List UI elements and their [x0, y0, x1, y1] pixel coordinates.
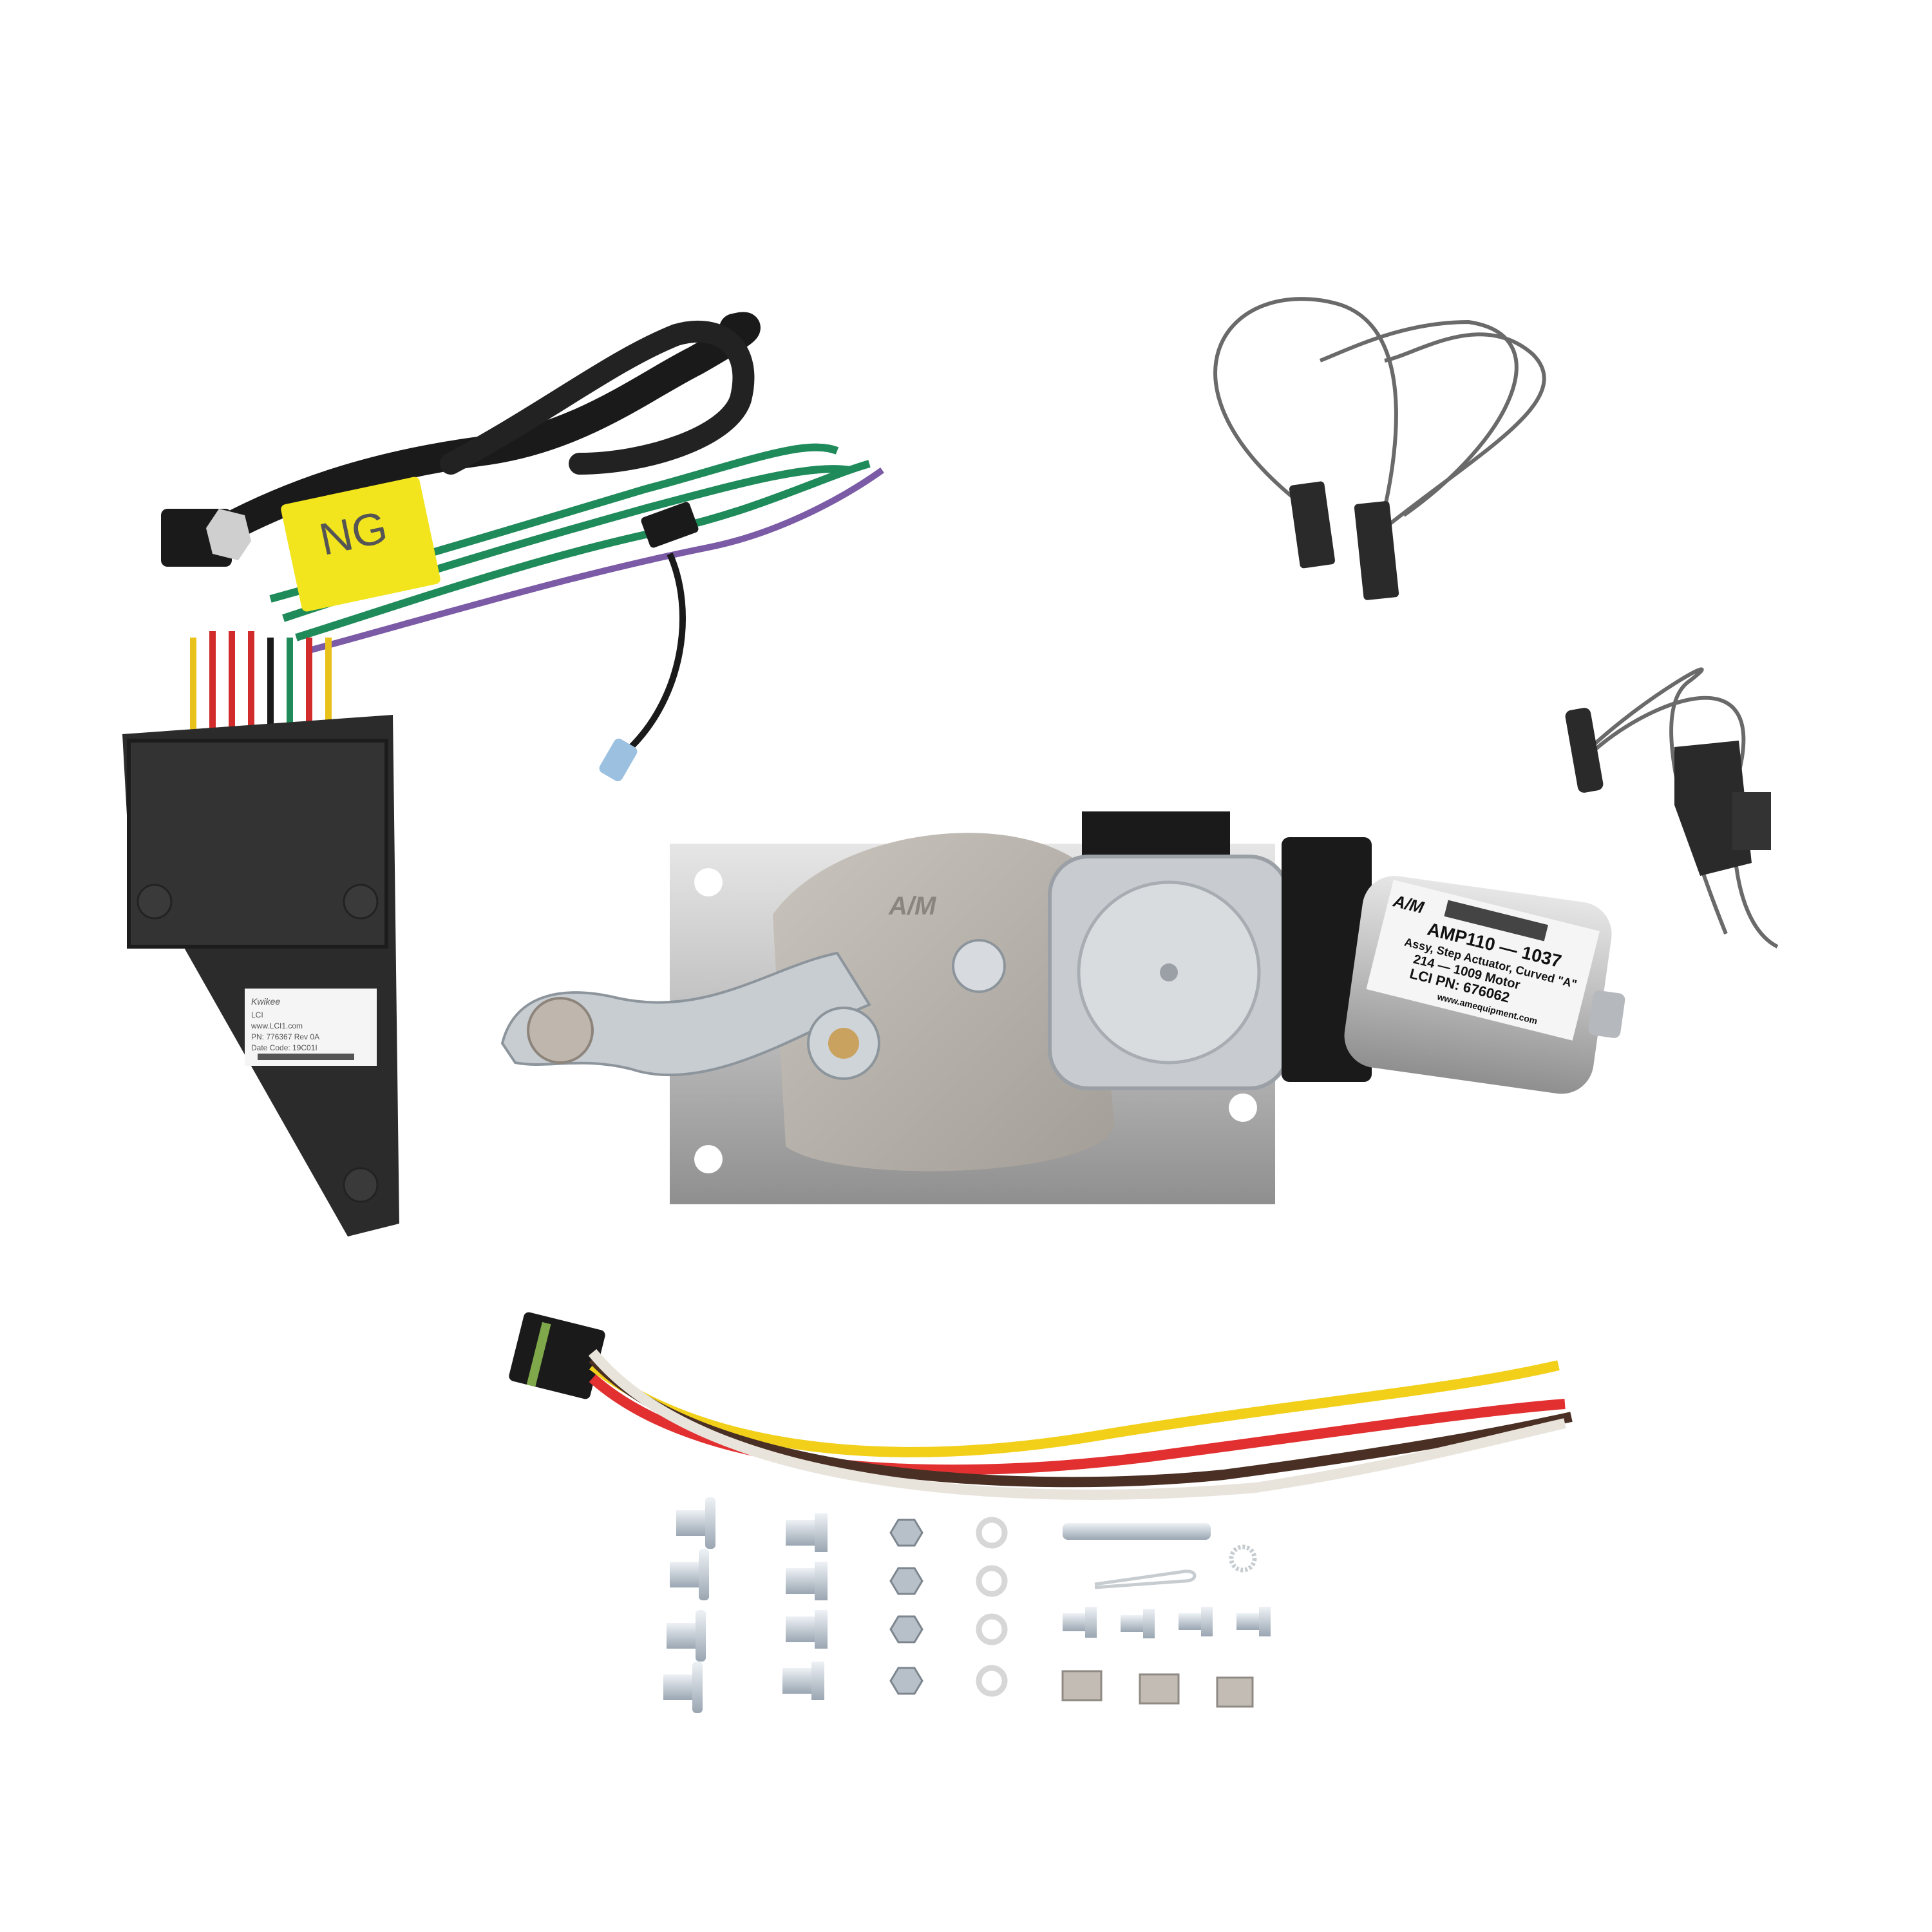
hardware-kit	[663, 1497, 1271, 1713]
label-line-1: LCI	[251, 1010, 263, 1019]
lock-washers	[976, 1517, 1008, 1697]
motor-label: A/M AMP110 — 1037 Assy, Step Actuator, C…	[1366, 880, 1600, 1041]
label-line-4: Date Code: 19C01I	[251, 1043, 317, 1052]
pigtail-connector	[509, 1312, 1573, 1500]
gearbox-housing	[773, 833, 1114, 1171]
reed-magnet	[1354, 501, 1399, 600]
label-line-2: www.LCI1.com	[251, 1021, 303, 1030]
actuator-arm	[500, 951, 871, 1077]
control-module: Kwikee LCI www.LCI1.com PN: 776367 Rev 0…	[122, 715, 399, 1236]
clevis-pin	[1063, 1523, 1211, 1540]
star-washer	[1229, 1544, 1257, 1573]
reed-switch-pair	[1213, 297, 1546, 600]
spade-terminal	[599, 738, 638, 782]
retaining-clips	[1061, 1670, 1254, 1708]
step-actuator: A/M A/M AMP110 — 1037 Assy, Step Actuato…	[500, 811, 1625, 1204]
cotter-pin	[1094, 1569, 1197, 1589]
label-line-3: PN: 776367 Rev 0A	[251, 1032, 319, 1041]
motor-barcode	[1444, 900, 1548, 942]
module-label	[245, 989, 377, 1066]
connector-seal	[526, 1321, 551, 1387]
warning-tag	[281, 477, 440, 612]
hex-bolts	[782, 1513, 828, 1700]
label-brand: Kwikee	[251, 996, 280, 1007]
gearbox-logo: A/M	[888, 892, 937, 920]
wiring-harness: NG	[161, 312, 884, 782]
barcode	[258, 1054, 354, 1060]
flange-screws	[1063, 1607, 1271, 1638]
hex-nut	[206, 509, 251, 560]
reed-switch	[1289, 481, 1335, 569]
hex-nuts	[889, 1519, 923, 1695]
reed-switch-single	[1565, 667, 1779, 949]
carriage-bolts	[663, 1497, 715, 1713]
